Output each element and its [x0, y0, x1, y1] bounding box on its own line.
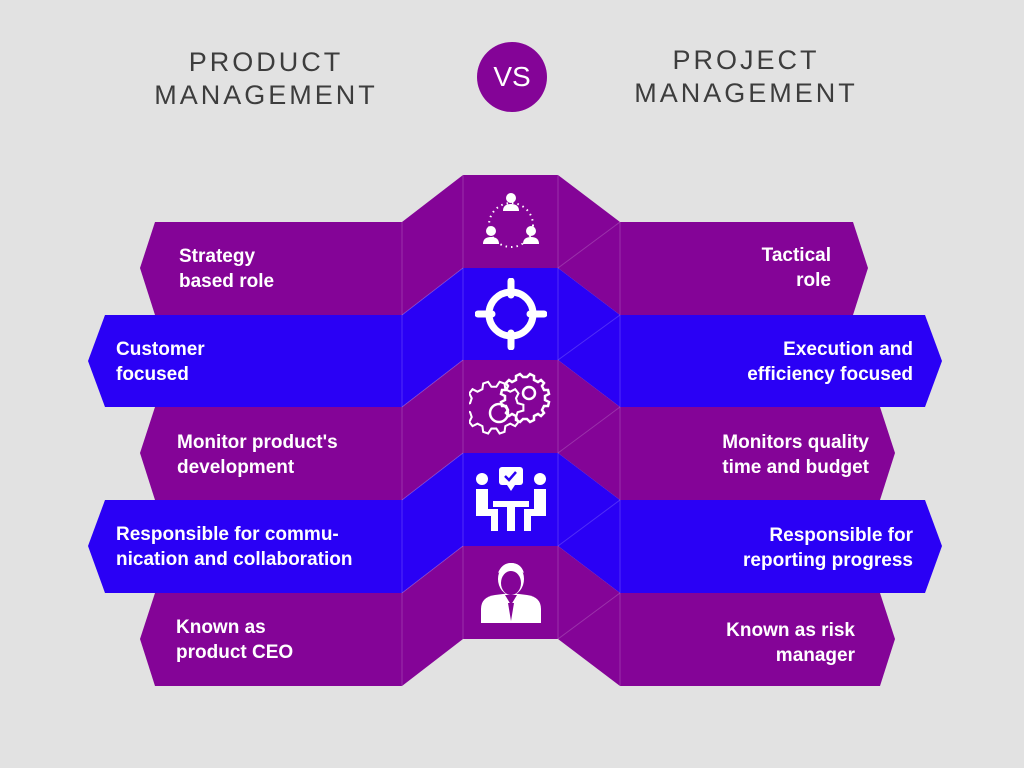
left-band-2	[88, 315, 402, 407]
label-line: Customer	[116, 339, 205, 360]
label-line: development	[177, 457, 295, 478]
product-row-3-label: Monitor product's development	[177, 430, 338, 480]
label-line: role	[796, 270, 831, 291]
title-line: PROJECT	[672, 45, 820, 75]
right-band-2	[620, 315, 942, 407]
label-line: manager	[775, 645, 855, 666]
left-band-1	[140, 222, 402, 315]
meeting-approval-icon	[463, 455, 558, 545]
left-connector-3	[402, 360, 463, 500]
label-line: Known as	[176, 617, 266, 638]
label-line: reporting progress	[743, 550, 913, 571]
label-line: efficiency focused	[747, 364, 913, 385]
product-management-title: PRODUCT MANAGEMENT	[130, 46, 402, 112]
right-band-5	[620, 593, 895, 686]
right-connector-2	[558, 268, 620, 407]
project-row-3-label: Monitors quality time and budget	[722, 430, 869, 480]
team-network-icon	[463, 178, 558, 266]
title-line: PRODUCT	[188, 47, 344, 77]
project-row-2-label: Execution and efficiency focused	[747, 337, 913, 387]
title-line: MANAGEMENT	[154, 80, 378, 110]
project-row-4-label: Responsible for reporting progress	[743, 523, 913, 573]
left-band-3	[140, 407, 402, 500]
label-line: Monitor product's	[177, 432, 338, 453]
product-row-1-label: Strategy based role	[179, 244, 274, 294]
label-line: nication and collaboration	[116, 549, 353, 570]
left-connector-2	[402, 268, 463, 407]
left-connector-4	[402, 453, 463, 593]
center-block-1	[463, 175, 558, 268]
left-connector-5	[402, 546, 463, 686]
right-connector-5	[558, 546, 620, 686]
label-line: focused	[116, 364, 189, 385]
right-band-1	[620, 222, 868, 315]
project-row-5-label: Known as risk manager	[726, 618, 855, 668]
label-line: product CEO	[176, 642, 294, 663]
label-line: Monitors quality	[722, 432, 869, 453]
right-band-4	[620, 500, 942, 593]
product-row-4-label: Responsible for commu- nication and coll…	[116, 522, 352, 572]
right-connector-1	[558, 175, 620, 315]
right-connector-3	[558, 360, 620, 500]
left-band-5	[140, 593, 402, 686]
label-line: Responsible for	[769, 525, 913, 546]
label-line: Tactical	[761, 245, 831, 266]
label-line: time and budget	[722, 457, 869, 478]
project-row-1-label: Tactical role	[762, 243, 831, 293]
businessman-icon	[463, 548, 558, 636]
left-connector-1	[402, 175, 463, 315]
gears-icon	[463, 362, 558, 452]
label-line: Known as risk	[726, 620, 855, 641]
right-connector-4	[558, 453, 620, 593]
vs-badge: VS	[477, 42, 547, 112]
right-band-3	[620, 407, 895, 500]
label-line: Strategy	[179, 246, 256, 267]
project-management-title: PROJECT MANAGEMENT	[616, 44, 876, 110]
label-line: Execution and	[783, 339, 913, 360]
label-line: Responsible for commu-	[116, 524, 339, 545]
target-crosshair-icon	[463, 268, 558, 360]
title-line: MANAGEMENT	[634, 78, 858, 108]
left-band-4	[88, 500, 402, 593]
label-line: based role	[179, 271, 275, 292]
product-row-2-label: Customer focused	[116, 337, 205, 387]
product-row-5-label: Known as product CEO	[176, 615, 293, 665]
